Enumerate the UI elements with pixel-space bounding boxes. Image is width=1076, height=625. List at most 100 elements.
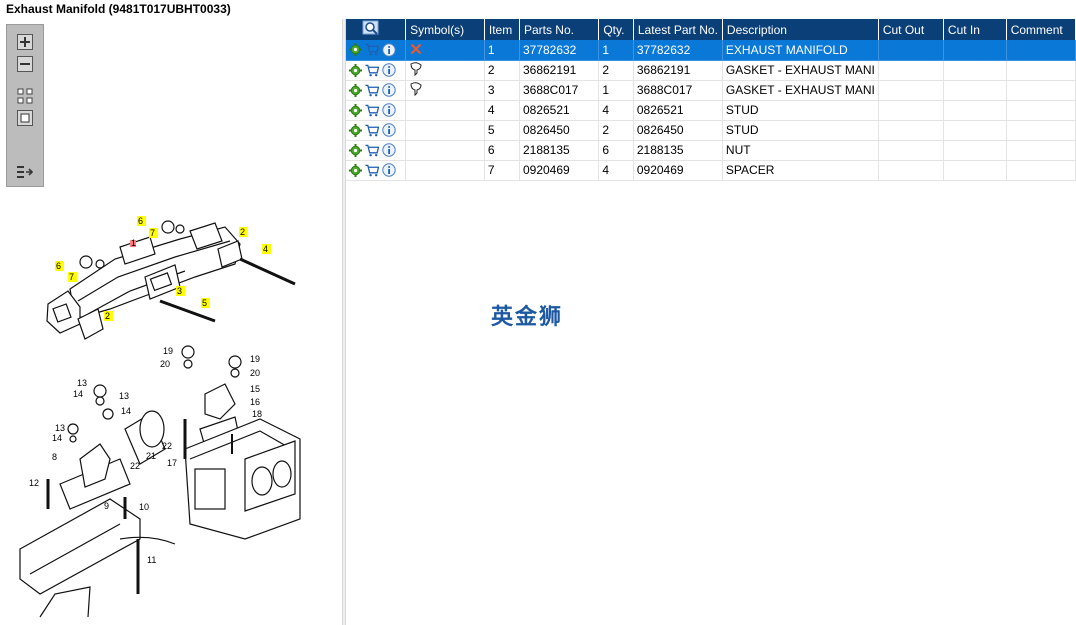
zoom-toolbar xyxy=(6,24,44,187)
info-icon[interactable] xyxy=(382,103,396,117)
callout-2b: 2 xyxy=(105,311,110,321)
header-parts-no[interactable]: Parts No. xyxy=(519,19,600,40)
cell-cut-in xyxy=(943,140,1007,161)
callout-7a: 7 xyxy=(150,228,155,238)
fit-all-button[interactable] xyxy=(15,87,35,105)
zoom-out-button[interactable] xyxy=(15,55,35,73)
info-icon[interactable] xyxy=(382,163,396,177)
callout-13c: 13 xyxy=(55,423,65,433)
callout-6b: 6 xyxy=(56,261,61,271)
callout-5: 5 xyxy=(202,298,207,308)
callout-21: 21 xyxy=(146,451,156,461)
gear-icon[interactable] xyxy=(348,63,362,77)
info-icon[interactable] xyxy=(382,83,396,97)
cell-cut-out xyxy=(878,140,944,161)
cart-icon[interactable] xyxy=(365,143,379,157)
callout-6a: 6 xyxy=(138,216,143,226)
cell-comment xyxy=(1006,120,1076,141)
info-icon[interactable] xyxy=(382,143,396,157)
cart-icon[interactable] xyxy=(365,103,379,117)
cell-symbols xyxy=(405,160,485,181)
cell-item: 4 xyxy=(484,100,520,121)
cart-icon[interactable] xyxy=(365,43,379,57)
diagram-pane[interactable]: 1 2 2 3 4 5 6 6 7 7 8 9 10 11 12 13 xyxy=(0,19,342,625)
gear-icon[interactable] xyxy=(348,83,362,97)
cell-description: SPACER xyxy=(722,160,879,181)
cell-parts-no: 0826450 xyxy=(519,120,600,141)
fit-window-button[interactable] xyxy=(15,109,35,127)
cell-parts-no: 36862191 xyxy=(519,60,600,81)
callout-22a: 22 xyxy=(162,441,172,451)
callout-14b: 14 xyxy=(121,406,131,416)
cart-icon[interactable] xyxy=(365,163,379,177)
cell-description: STUD xyxy=(722,100,879,121)
header-item[interactable]: Item xyxy=(484,19,520,40)
cart-icon[interactable] xyxy=(365,63,379,77)
callout-9: 9 xyxy=(104,501,109,511)
callout-1: 1 xyxy=(131,238,136,248)
header-search[interactable] xyxy=(346,19,407,40)
callout-20a: 20 xyxy=(160,359,170,369)
callout-13a: 13 xyxy=(77,378,87,388)
callout-14a: 14 xyxy=(73,389,83,399)
cell-comment xyxy=(1006,100,1076,121)
gear-icon[interactable] xyxy=(348,123,362,137)
cell-parts-no: 0826521 xyxy=(519,100,600,121)
gear-icon[interactable] xyxy=(348,163,362,177)
cell-qty: 2 xyxy=(598,120,634,141)
cell-cut-out xyxy=(878,100,944,121)
cell-comment xyxy=(1006,80,1076,101)
callout-18: 18 xyxy=(252,409,262,419)
header-cut-out[interactable]: Cut Out xyxy=(878,19,944,40)
cell-description: EXHAUST MANIFOLD xyxy=(722,40,879,61)
header-latest-part-no[interactable]: Latest Part No. xyxy=(633,19,723,40)
cell-item: 7 xyxy=(484,160,520,181)
header-comment[interactable]: Comment xyxy=(1006,19,1076,40)
zoom-out-icon xyxy=(17,56,33,72)
cell-cut-in xyxy=(943,160,1007,181)
cell-symbols xyxy=(405,140,485,161)
info-icon[interactable] xyxy=(382,43,396,57)
info-icon[interactable] xyxy=(382,123,396,137)
callout-12: 12 xyxy=(29,478,39,488)
cell-cut-in xyxy=(943,80,1007,101)
header-qty[interactable]: Qty. xyxy=(598,19,634,40)
cell-symbols xyxy=(405,120,485,141)
cell-description: NUT xyxy=(722,140,879,161)
zoom-in-button[interactable] xyxy=(15,33,35,51)
callout-16: 16 xyxy=(250,397,260,407)
info-icon[interactable] xyxy=(382,63,396,77)
gear-icon[interactable] xyxy=(348,43,362,57)
gear-icon[interactable] xyxy=(348,103,362,117)
cell-comment xyxy=(1006,140,1076,161)
cell-qty: 1 xyxy=(598,80,634,101)
x-icon xyxy=(409,42,423,56)
cart-icon[interactable] xyxy=(365,83,379,97)
row-actions xyxy=(346,120,407,141)
cell-cut-out xyxy=(878,80,944,101)
callout-20b: 20 xyxy=(250,368,260,378)
pane-splitter[interactable] xyxy=(342,19,346,625)
cart-icon[interactable] xyxy=(365,123,379,137)
cell-latest-part-no: 0920469 xyxy=(633,160,723,181)
header-cut-in[interactable]: Cut In xyxy=(943,19,1007,40)
gear-icon[interactable] xyxy=(348,143,362,157)
export-button[interactable] xyxy=(15,163,35,181)
cell-latest-part-no: 0826450 xyxy=(633,120,723,141)
header-description[interactable]: Description xyxy=(722,19,879,40)
row-actions xyxy=(346,80,407,101)
callout-19b: 19 xyxy=(250,354,260,364)
cell-item: 6 xyxy=(484,140,520,161)
row-actions xyxy=(346,100,407,121)
exploded-parts-diagram[interactable]: 1 2 2 3 4 5 6 6 7 7 8 9 10 11 12 13 xyxy=(0,179,342,625)
callout-3: 3 xyxy=(177,286,182,296)
header-symbols[interactable]: Symbol(s) xyxy=(405,19,485,40)
cell-cut-in xyxy=(943,60,1007,81)
